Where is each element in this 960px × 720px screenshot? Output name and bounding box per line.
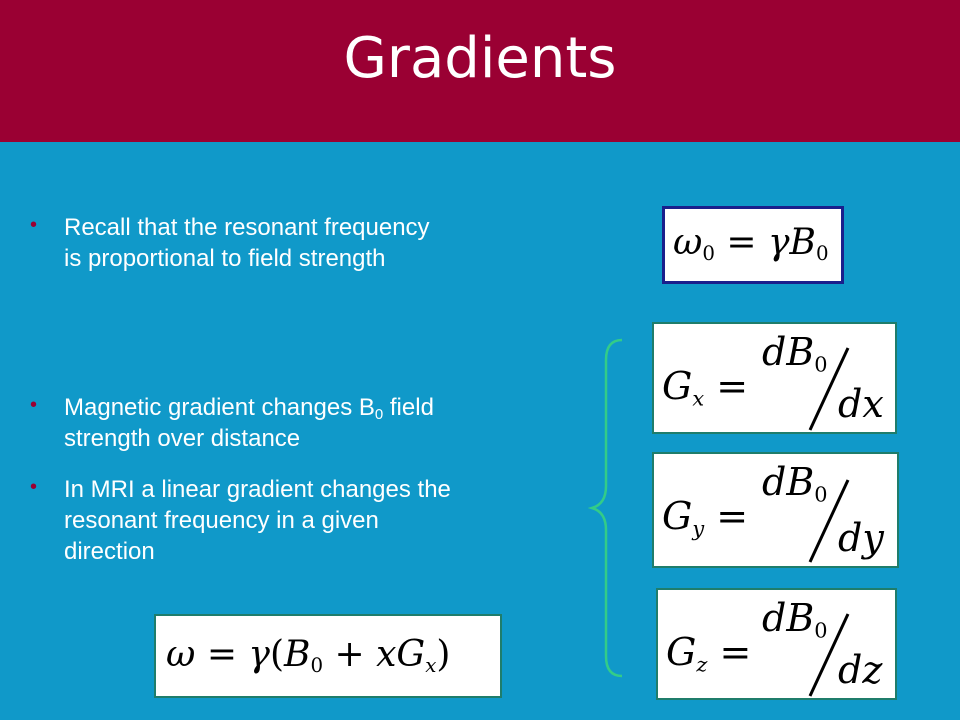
bullet-line: is proportional to field strength xyxy=(64,245,386,272)
bullet-subscript: 0 xyxy=(374,406,384,423)
bullet-line: Recall that the resonant frequency xyxy=(64,214,430,241)
gx-fraction-slash xyxy=(808,347,850,431)
gy-numerator: dB0 xyxy=(762,460,828,507)
bullet-text: Magnetic gradient changes B xyxy=(64,394,375,421)
gy-fraction-slash xyxy=(808,479,850,563)
bullet-text: field xyxy=(383,394,434,421)
title-bar xyxy=(0,0,960,142)
gx-numerator: dB0 xyxy=(762,330,828,377)
gz-numerator: dB0 xyxy=(762,596,828,643)
bullet-line: strength over distance xyxy=(64,425,301,452)
gz-lhs: Gz = xyxy=(666,630,752,677)
gx-lhs: Gx = xyxy=(662,364,749,411)
curly-brace-icon xyxy=(588,338,623,678)
gz-equation-box: Gz = dB0 dz xyxy=(656,588,897,700)
gy-lhs: Gy = xyxy=(662,494,749,541)
gz-fraction-slash xyxy=(808,613,850,697)
gy-equation-box: Gy = dB0 dy xyxy=(652,452,899,568)
gy-denominator: dy xyxy=(838,516,884,560)
larmor-equation: ω0 = γB0 xyxy=(673,222,829,265)
bullet-dot-icon: • xyxy=(30,476,38,498)
frequency-gradient-equation: ω = γ(B0 + xGx) xyxy=(166,634,451,677)
slide-title: Gradients xyxy=(343,26,617,91)
bullet-dot-icon: • xyxy=(30,394,38,416)
frequency-gradient-equation-box: ω = γ(B0 + xGx) xyxy=(154,614,502,698)
bullet-dot-icon: • xyxy=(30,214,38,236)
gx-equation-box: Gx = dB0 dx xyxy=(652,322,897,434)
bullet-line: direction xyxy=(64,538,155,565)
gz-denominator: dz xyxy=(838,648,883,692)
larmor-equation-box: ω0 = γB0 xyxy=(662,206,844,284)
bullet-line: In MRI a linear gradient changes the xyxy=(64,476,451,503)
bullet-line: resonant frequency in a given xyxy=(64,507,379,534)
gx-denominator: dx xyxy=(838,382,884,426)
